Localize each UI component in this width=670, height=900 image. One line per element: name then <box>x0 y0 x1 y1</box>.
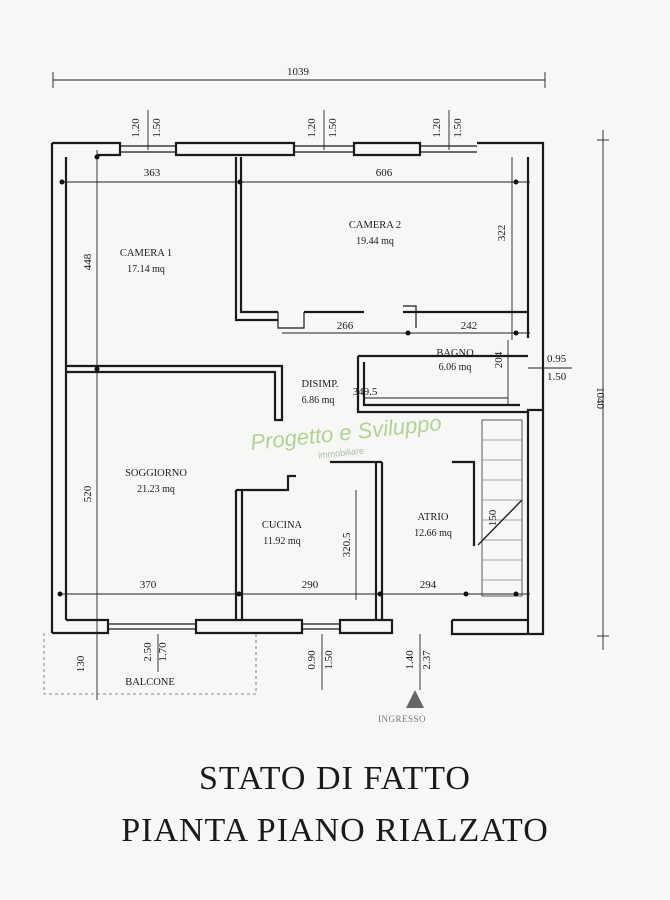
staircase: 150 <box>477 419 523 597</box>
cucina-width-label: 290 <box>302 579 319 591</box>
top-window-markers: 1.20 1.50 1.20 1.50 1.20 1.50 <box>130 110 464 150</box>
disimp-name: DISIMP. <box>301 379 338 390</box>
win2-bottom-label: 1.50 <box>327 118 339 138</box>
door1-top-label: 2.50 <box>142 642 154 662</box>
camera2-width-label: 606 <box>376 167 393 179</box>
bagno-height-label: 204 <box>493 351 505 368</box>
camera1-area: 17.14 mq <box>127 264 165 275</box>
door1-bottom-label: 1.70 <box>157 642 169 662</box>
camera2-area: 19.44 mq <box>356 236 394 247</box>
bottom-opening-markers: 0.90 1.50 1.40 2.37 <box>306 634 433 690</box>
soggiorno-height-label: 520 <box>82 485 94 502</box>
camera2-name: CAMERA 2 <box>349 220 401 231</box>
side-window-top-label: 0.95 <box>547 353 567 365</box>
bagno-name: BAGNO <box>436 348 474 359</box>
overall-width-label: 1039 <box>287 66 310 78</box>
caption-title: STATO DI FATTO <box>199 760 471 797</box>
camera1-width-label: 363 <box>144 167 161 179</box>
door2-bottom-label: 2.37 <box>421 650 433 670</box>
side-window-bottom-label: 1.50 <box>547 371 567 383</box>
win1-top-label: 1.20 <box>130 118 142 138</box>
door2-top-label: 1.40 <box>404 650 416 670</box>
interior-walls <box>66 157 528 620</box>
caption-subtitle: PIANTA PIANO RIALZATO <box>121 812 549 849</box>
bagno-area: 6.06 mq <box>439 362 472 373</box>
cucina-height-label: 320.5 <box>341 532 353 557</box>
cucina-name: CUCINA <box>262 520 303 531</box>
overall-height-label: 1040 <box>594 387 606 410</box>
soggiorno-width-label: 370 <box>140 579 157 591</box>
entrance-label: INGRESSO <box>378 714 427 724</box>
overall-width-dimension: 1039 <box>52 66 546 88</box>
exterior-walls <box>50 141 545 636</box>
atrio-name: ATRIO <box>418 512 449 523</box>
bagno-top-width-label: 242 <box>461 320 478 332</box>
corridor-width-label: 266 <box>337 320 354 332</box>
win3-top-label: 1.20 <box>431 118 443 138</box>
camera1-height-label: 448 <box>82 253 94 270</box>
internal-dimensions: 363 606 448 520 322 266 242 204 349.5 0.… <box>57 150 572 700</box>
soggiorno-name: SOGGIORNO <box>125 468 187 479</box>
soggiorno-area: 21.23 mq <box>137 484 175 495</box>
atrio-width-label: 294 <box>420 579 437 591</box>
stair-dimension: 150 <box>487 509 499 526</box>
disimp-area: 6.86 mq <box>302 395 335 406</box>
win1-bottom-label: 1.50 <box>151 118 163 138</box>
entrance-arrow-icon <box>406 690 424 708</box>
camera1-name: CAMERA 1 <box>120 248 172 259</box>
cucina-area: 11.92 mq <box>263 536 300 547</box>
win4-top-label: 0.90 <box>306 650 318 670</box>
balcony: 130 2.50 1.70 BALCONE <box>43 633 257 695</box>
win3-bottom-label: 1.50 <box>452 118 464 138</box>
camera2-height-label: 322 <box>496 225 508 242</box>
atrio-area: 12.66 mq <box>414 528 452 539</box>
overall-height-dimension: 1040 <box>594 130 609 650</box>
balcone-label: BALCONE <box>125 677 175 688</box>
win2-top-label: 1.20 <box>306 118 318 138</box>
balcone-depth-label: 130 <box>75 655 87 672</box>
room-labels: CAMERA 1 17.14 mq CAMERA 2 19.44 mq BAGN… <box>120 220 474 547</box>
bagno-width-label: 349.5 <box>353 386 378 398</box>
win4-bottom-label: 1.50 <box>323 650 335 670</box>
